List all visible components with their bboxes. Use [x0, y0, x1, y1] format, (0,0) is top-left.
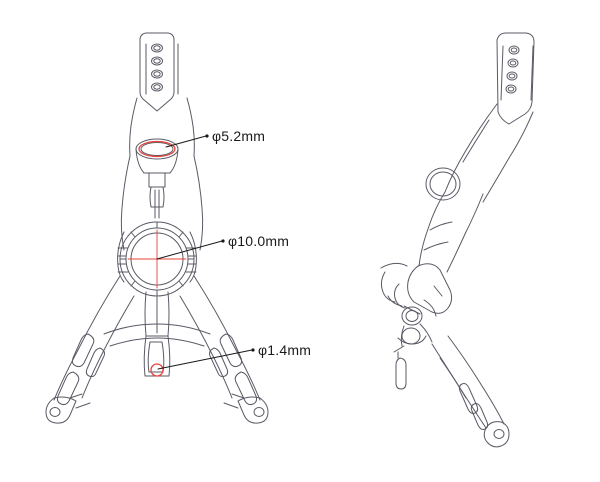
highlight-hole-5mm	[138, 140, 176, 158]
front-view-outline	[45, 32, 269, 424]
callout-label-5mm: φ5.2mm	[212, 128, 266, 144]
side-view-outline	[380, 32, 535, 448]
callout-label-10mm: φ10.0mm	[228, 233, 290, 249]
leader-5mm	[165, 135, 207, 148]
callout-label-1-4mm: φ1.4mm	[258, 342, 312, 358]
leader-10mm	[156, 240, 223, 260]
callout-leaders	[156, 134, 255, 370]
highlight-hole-1-4mm	[150, 363, 164, 377]
leader-1-4mm	[157, 349, 253, 370]
